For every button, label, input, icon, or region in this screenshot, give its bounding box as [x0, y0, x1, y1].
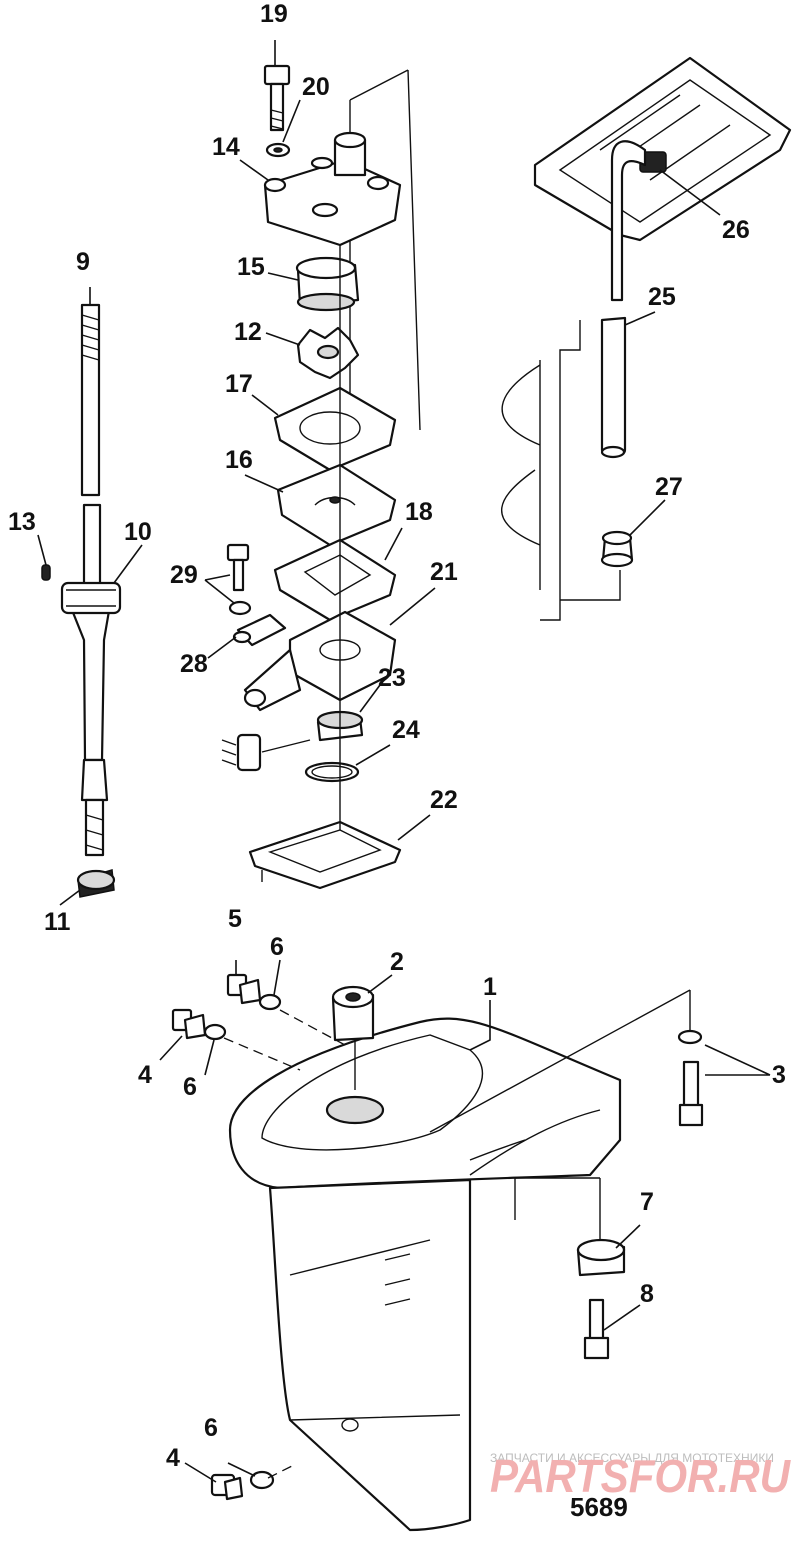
grommet-27	[600, 530, 634, 568]
impeller-insert-15	[295, 256, 360, 312]
callout-1: 1	[483, 973, 497, 1001]
key-13	[41, 564, 51, 581]
callout-leaders	[37, 40, 771, 1483]
oring-24	[304, 761, 360, 783]
callout-20: 20	[302, 73, 330, 101]
callout-28: 28	[180, 650, 208, 678]
callout-labels: 1 2 3 4 4 5 6 6 6 7 8 9 10 11 12 13 14 1…	[8, 0, 786, 1472]
gasket-18	[273, 538, 397, 622]
callout-27: 27	[655, 473, 683, 501]
driveshaft-9	[68, 303, 112, 857]
callout-26: 26	[722, 216, 750, 244]
housing-reference-lines	[223, 989, 691, 1479]
bolt-3	[677, 1029, 704, 1127]
callout-23: 23	[378, 664, 406, 692]
callout-6: 6	[270, 933, 284, 961]
callout-16: 16	[225, 446, 253, 474]
washer-20	[265, 142, 291, 158]
screw-29	[226, 543, 252, 616]
callout-24: 24	[392, 716, 420, 744]
gasket-17	[273, 386, 397, 472]
impeller-12	[296, 326, 360, 380]
watermark-brand: PARTSFOR.RU	[490, 1450, 792, 1502]
callout-14: 14	[212, 133, 240, 161]
callout-9: 9	[76, 248, 90, 276]
callout-15: 15	[237, 253, 265, 281]
watermark-tagline: ЗАПЧАСТИ И АКСЕССУАРЫ ДЛЯ МОТОТЕХНИКИ	[490, 1451, 774, 1465]
pump-housing-14	[263, 131, 402, 247]
water-pump-base-21	[243, 610, 397, 712]
callout-13: 13	[8, 508, 36, 536]
bolt-8	[583, 1298, 610, 1360]
callout-22: 22	[430, 786, 458, 814]
spring-tool	[221, 733, 311, 772]
pump-stack-reference-lines	[261, 245, 341, 882]
callout-7: 7	[640, 1188, 654, 1216]
washers-6	[203, 993, 282, 1490]
exhaust-plate-26	[533, 56, 792, 302]
screws-4-5	[171, 973, 262, 1501]
callout-29: 29	[170, 561, 198, 589]
callout-4b: 4	[166, 1444, 180, 1472]
callout-3: 3	[772, 1061, 786, 1089]
watermark: ЗАПЧАСТИ И АКСЕССУАРЫ ДЛЯ МОТОТЕХНИКИ PA…	[490, 1450, 792, 1502]
plate-16	[276, 463, 397, 547]
callout-17: 17	[225, 370, 253, 398]
callout-6b: 6	[183, 1073, 197, 1101]
callout-19: 19	[260, 0, 288, 28]
callout-8: 8	[640, 1280, 654, 1308]
exhaust-tube-25	[600, 316, 627, 459]
bushing-2	[331, 985, 375, 1042]
figure-number: 5689	[570, 1492, 628, 1522]
callout-25: 25	[648, 283, 676, 311]
callout-6c: 6	[204, 1414, 218, 1442]
pinion-gear-11	[76, 869, 116, 898]
callout-10: 10	[124, 518, 152, 546]
callout-12: 12	[234, 318, 262, 346]
bearing-10	[60, 581, 122, 615]
callout-2: 2	[390, 948, 404, 976]
gasket-22	[248, 820, 402, 890]
callout-18: 18	[405, 498, 433, 526]
callout-11: 11	[44, 908, 71, 936]
callout-5: 5	[228, 905, 242, 933]
callout-21: 21	[430, 558, 458, 586]
seal-28	[232, 613, 287, 647]
driveshaft-housing-1	[228, 1017, 622, 1532]
bolt-19	[263, 64, 291, 132]
callout-4: 4	[138, 1061, 152, 1089]
grommet-7	[576, 1238, 626, 1277]
